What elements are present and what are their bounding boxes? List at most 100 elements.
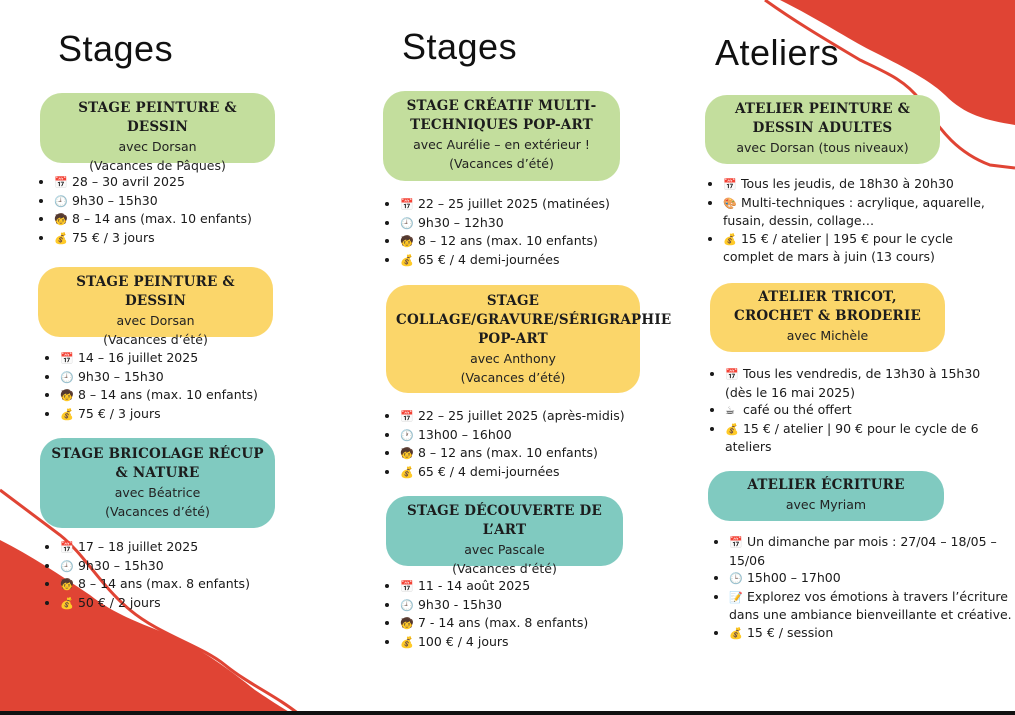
child-icon: 🧒: [400, 617, 414, 630]
card-instructor: avec Aurélie – en extérieur !: [413, 137, 590, 152]
card-period: (Vacances d’été): [105, 504, 210, 519]
list-item: 🧒 7 - 14 ans (max. 8 enfants): [400, 614, 650, 633]
atelier-details: 📅 Tous les jeudis, de 18h30 à 20h30 🎨 Mu…: [703, 175, 998, 266]
child-icon: 🧒: [54, 213, 68, 226]
list-item: 🕒 15h00 – 17h00: [729, 569, 1014, 588]
card-title: STAGE PEINTURE & DESSIN: [76, 274, 235, 309]
stage-details: 📅 11 - 14 août 2025 🕘 9h30 - 15h30 🧒 7 -…: [380, 577, 650, 651]
list-item: 💰 65 € / 4 demi-journées: [400, 251, 650, 270]
item-text: 50 € / 2 jours: [77, 594, 161, 610]
list-item: 🕘 9h30 – 15h30: [60, 557, 300, 576]
list-item: 🧒 8 – 14 ans (max. 8 enfants): [60, 575, 300, 594]
list-item: 📅 22 – 25 juillet 2025 (matinées): [400, 195, 650, 214]
list-item: 📅 28 – 30 avril 2025: [54, 173, 294, 192]
money-bag-icon: 💰: [60, 596, 74, 610]
card-instructor: avec Dorsan (tous niveaux): [736, 140, 909, 155]
red-line-top-right: [764, 0, 1015, 170]
palette-icon: 🎨: [723, 196, 737, 210]
stage-card: STAGE BRICOLAGE RÉCUP & NATURE avec Béat…: [40, 438, 275, 528]
list-item: 💰 50 € / 2 jours: [60, 594, 300, 613]
calendar-icon: 📅: [400, 410, 414, 423]
list-item: 💰 75 € / 3 jours: [54, 229, 294, 248]
card-instructor: avec Béatrice: [114, 485, 201, 500]
money-bag-icon: 💰: [54, 231, 68, 245]
item-text: 9h30 – 12h30: [417, 214, 504, 230]
card-title: STAGE DÉCOUVERTE DE L’ART: [407, 503, 602, 538]
stage-details: 📅 14 – 16 juillet 2025 🕘 9h30 – 15h30 🧒 …: [40, 349, 300, 423]
item-text: 100 € / 4 jours: [417, 633, 509, 649]
clock-icon: 🕘: [60, 370, 74, 384]
money-bag-icon: 💰: [400, 465, 414, 479]
list-item: 📅 11 - 14 août 2025: [400, 577, 650, 596]
item-text: 17 – 18 juillet 2025: [77, 539, 199, 554]
child-icon: 🧒: [400, 447, 414, 460]
list-item: 🧒 8 – 12 ans (max. 10 enfants): [400, 232, 650, 251]
stage-card: STAGE DÉCOUVERTE DE L’ART avec Pascale (…: [386, 496, 623, 576]
money-bag-icon: 💰: [60, 407, 74, 421]
money-bag-icon: 💰: [400, 635, 414, 649]
stage-details: 📅 17 – 18 juillet 2025 🕘 9h30 – 15h30 🧒 …: [40, 538, 300, 612]
list-item: 📅 22 – 25 juillet 2025 (après-midis): [400, 407, 660, 426]
list-item: 🕘 9h30 - 15h30: [400, 596, 650, 615]
item-text: Explorez vos émotions à travers l’écritu…: [729, 588, 1012, 623]
list-item: 🧒 8 – 12 ans (max. 10 enfants): [400, 444, 660, 463]
atelier-details: 📅 Un dimanche par mois : 27/04 – 18/05 –…: [709, 533, 1014, 642]
item-text: 8 – 12 ans (max. 10 enfants): [417, 233, 598, 248]
money-bag-icon: 💰: [729, 626, 743, 640]
card-title: ATELIER TRICOT, CROCHET & BRODERIE: [734, 289, 921, 324]
item-text: 28 – 30 avril 2025: [71, 174, 185, 189]
card-period: (Vacances d’été): [460, 370, 566, 385]
red-line-bottom-left: [0, 488, 301, 715]
list-item: 📝 Explorez vos émotions à travers l’écri…: [729, 588, 1014, 624]
column-title: Ateliers: [715, 32, 840, 73]
item-text: Multi-techniques : acrylique, aquarelle,…: [723, 194, 985, 229]
child-icon: 🧒: [400, 235, 414, 248]
item-text: 15 € / atelier | 90 € pour le cycle de 6…: [725, 420, 979, 455]
list-item: 🧒 8 – 14 ans (max. 10 enfants): [60, 386, 300, 405]
item-text: Tous les vendredis, de 13h30 à 15h30 (dè…: [725, 366, 981, 400]
money-bag-icon: 💰: [725, 422, 739, 436]
stage-details: 📅 28 – 30 avril 2025 🕘 9h30 – 15h30 🧒 8 …: [34, 173, 294, 247]
item-text: 7 - 14 ans (max. 8 enfants): [417, 615, 589, 630]
card-period: (Vacances d’été): [449, 156, 554, 171]
stage-card: STAGE CRÉATIF MULTI-TECHNIQUES POP-ART a…: [383, 91, 620, 181]
page-bottom-border: [0, 711, 1015, 715]
item-text: 15 € / session: [746, 624, 834, 640]
list-item: 🕘 9h30 – 15h30: [54, 192, 294, 211]
item-text: 9h30 – 15h30: [71, 192, 158, 208]
card-title: ATELIER PEINTURE & DESSIN ADULTES: [735, 101, 910, 136]
atelier-card: ATELIER ÉCRITURE avec Myriam: [708, 471, 944, 521]
item-text: 8 – 14 ans (max. 8 enfants): [77, 576, 250, 591]
item-text: 11 - 14 août 2025: [417, 578, 531, 593]
item-text: 9h30 – 15h30: [77, 557, 164, 573]
child-icon: 🧒: [60, 578, 74, 591]
card-title: STAGE BRICOLAGE RÉCUP & NATURE: [51, 446, 264, 481]
calendar-icon: 📅: [54, 176, 68, 189]
card-instructor: avec Dorsan: [116, 313, 195, 328]
item-text: 75 € / 3 jours: [77, 405, 161, 421]
coffee-icon: ☕: [725, 404, 735, 417]
clock-icon: 🕐: [400, 428, 414, 442]
item-text: café ou thé offert: [742, 402, 852, 417]
atelier-details: 📅 Tous les vendredis, de 13h30 à 15h30 (…: [705, 365, 1000, 456]
card-period: (Vacances d’été): [103, 332, 208, 347]
item-text: 65 € / 4 demi-journées: [417, 251, 560, 267]
item-text: 9h30 – 15h30: [77, 368, 164, 384]
child-icon: 🧒: [60, 389, 74, 402]
list-item: 🕐 13h00 – 16h00: [400, 426, 660, 445]
red-blob-bottom-left: [0, 540, 295, 715]
card-period: (Vacances d’été): [452, 561, 557, 576]
calendar-icon: 📅: [729, 536, 743, 549]
item-text: 8 – 14 ans (max. 10 enfants): [77, 387, 258, 402]
list-item: 📅 14 – 16 juillet 2025: [60, 349, 300, 368]
calendar-icon: 📅: [400, 580, 414, 593]
list-item: 💰 100 € / 4 jours: [400, 633, 650, 652]
card-instructor: avec Dorsan: [118, 139, 197, 154]
list-item: 💰 15 € / atelier | 90 € pour le cycle de…: [725, 420, 1000, 456]
money-bag-icon: 💰: [400, 253, 414, 267]
card-period: (Vacances de Pâques): [89, 158, 226, 173]
item-text: 75 € / 3 jours: [71, 229, 155, 245]
calendar-icon: 📅: [725, 368, 739, 381]
card-title: ATELIER ÉCRITURE: [747, 477, 905, 493]
